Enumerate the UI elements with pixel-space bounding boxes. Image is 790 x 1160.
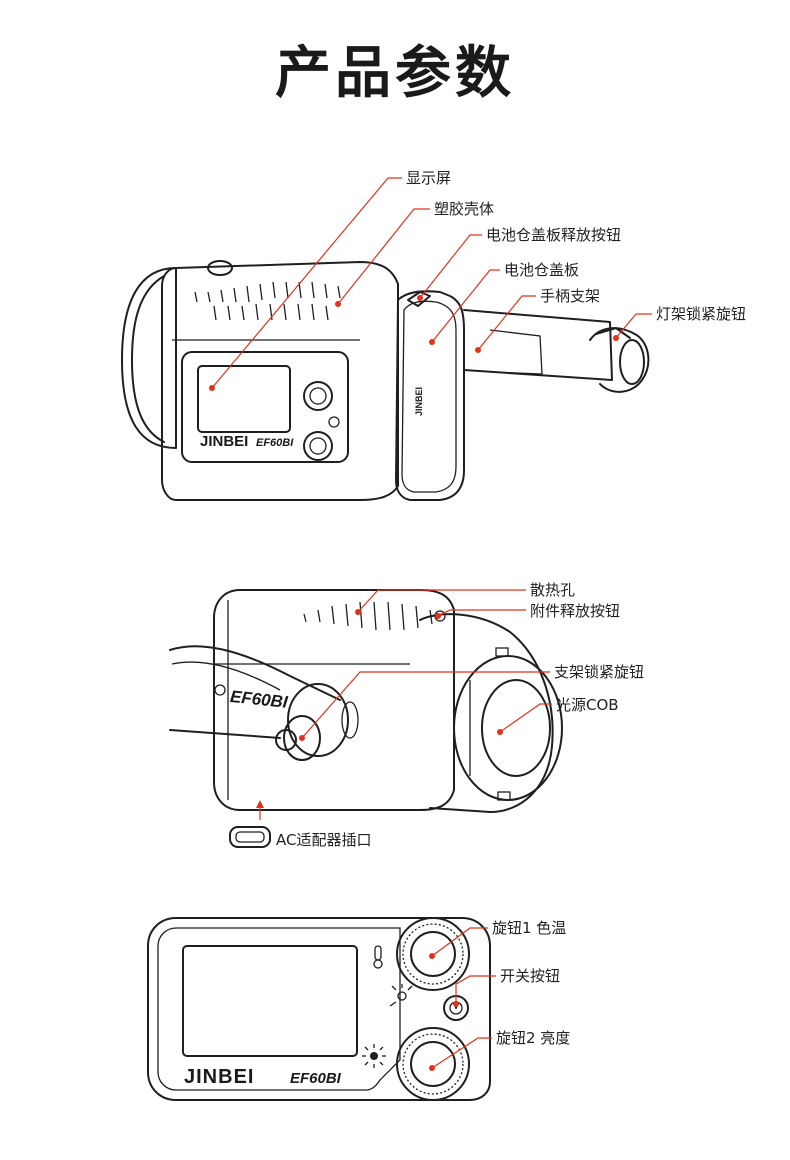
- label-battery-cover: 电池仓盖板: [504, 261, 580, 279]
- label-stand-knob: 灯架锁紧旋钮: [656, 305, 747, 323]
- vent-slots: [194, 281, 341, 321]
- leaders-section1: [209, 177, 652, 391]
- panel-brand-logo: JINBEI: [184, 1066, 254, 1088]
- label-plastic-shell: 塑胶壳体: [434, 200, 495, 218]
- label-accessory-release: 附件释放按钮: [530, 602, 621, 620]
- leaders-section2: [299, 589, 552, 741]
- leaders-section3: [429, 927, 496, 1071]
- panel-model-logo: EF60BI: [290, 1070, 342, 1087]
- label-bracket-knob: 支架锁紧旋钮: [554, 663, 645, 681]
- label-knob1: 旋钮1 色温: [492, 919, 567, 937]
- model-logo: EF60BI: [256, 437, 294, 449]
- label-handle: 手柄支架: [540, 287, 601, 305]
- color-temp-icon: [389, 984, 413, 1007]
- label-knob2: 旋钮2 亮度: [496, 1029, 571, 1047]
- label-vents: 散热孔: [530, 581, 576, 599]
- cover-brand-logo: JINBEI: [414, 387, 424, 416]
- label-power-button: 开关按钮: [500, 967, 561, 985]
- brightness-icon: [362, 1044, 386, 1068]
- thermometer-icon: [373, 945, 383, 969]
- label-battery-release: 电池仓盖板释放按钮: [486, 226, 622, 244]
- label-cob: 光源COB: [556, 696, 619, 714]
- page-title: 产品参数: [275, 41, 515, 106]
- label-display: 显示屏: [406, 169, 452, 187]
- brand-logo: JINBEI: [200, 433, 248, 450]
- label-ac-port: AC适配器插口: [276, 831, 372, 849]
